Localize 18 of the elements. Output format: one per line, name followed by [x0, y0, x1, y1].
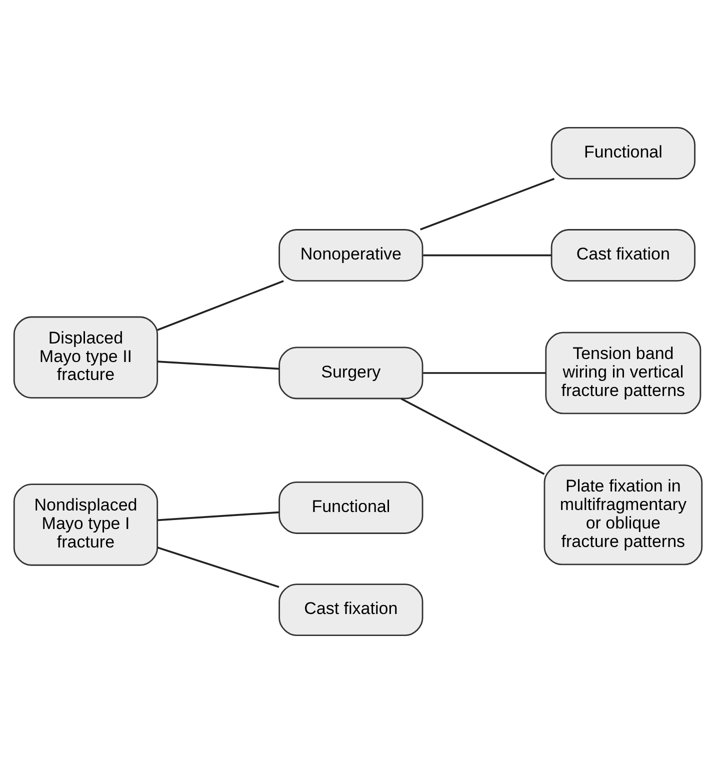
connector [157, 546, 280, 588]
connector [157, 280, 284, 331]
node-box: Functional [278, 481, 424, 534]
node-box: Nonoperative [278, 229, 424, 282]
node-box: Cast fixation [550, 229, 696, 282]
node-box: Functional [550, 126, 696, 180]
node-box: Plate fixation in multifragmentary or oblique fracture patterns [544, 464, 703, 566]
node-box: Tension band wiring in vertical fracture patterns [545, 332, 702, 414]
connector [423, 254, 552, 256]
connector [157, 511, 280, 522]
node-box: Nondisplaced Mayo type I fracture [13, 484, 158, 566]
connector [420, 178, 555, 230]
connector [423, 372, 546, 374]
node-box: Cast fixation [278, 584, 424, 636]
connector [157, 360, 280, 370]
connector [400, 398, 545, 475]
node-box: Displaced Mayo type II fracture [13, 316, 158, 399]
node-box: Surgery [278, 346, 424, 400]
